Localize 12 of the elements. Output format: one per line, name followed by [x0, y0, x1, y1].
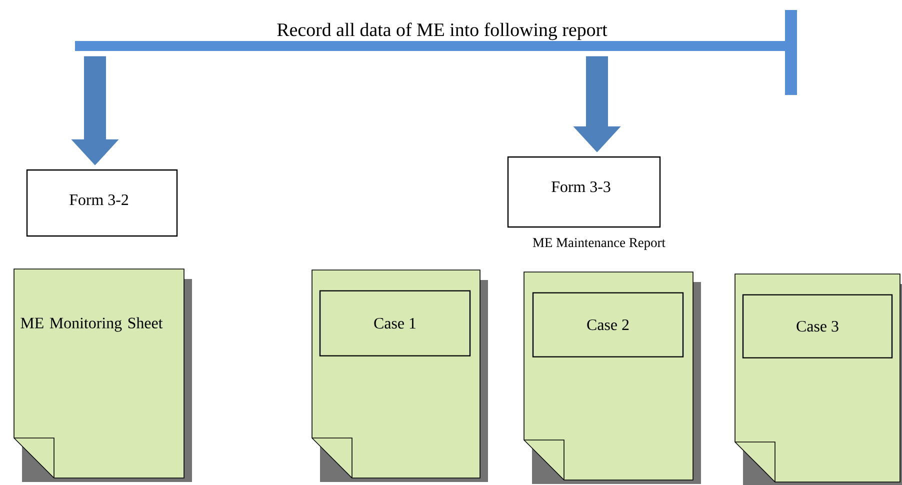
form-box: Form 3-2	[26, 169, 178, 237]
case-box: Case 3	[742, 294, 893, 358]
document-page	[312, 270, 488, 482]
node-label: Record all data of ME into following report	[277, 22, 608, 40]
timeline-bar: Record all data of ME into following report	[75, 10, 797, 95]
document-page	[524, 272, 701, 484]
node-label: ME Maintenance Report	[532, 238, 666, 250]
case-box: Case 1	[319, 290, 471, 356]
form-box: Form 3-3 ME Maintenance Report	[507, 156, 666, 250]
document-page	[734, 274, 902, 485]
document-page: ME Monitoring Sheet	[14, 268, 192, 482]
case-box: Case 2	[532, 292, 684, 358]
